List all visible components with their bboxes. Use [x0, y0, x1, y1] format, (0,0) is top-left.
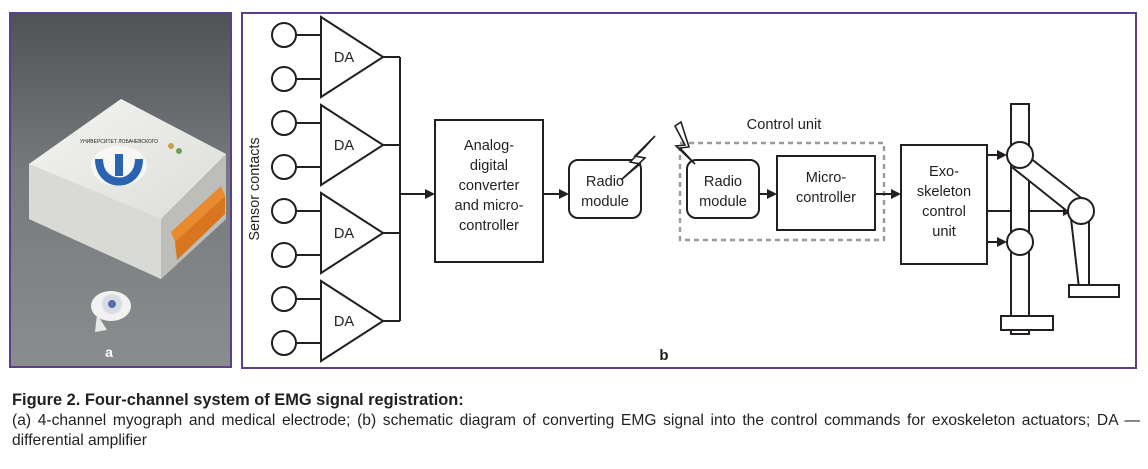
- sensor-contacts-label: Sensor contacts: [247, 137, 263, 240]
- differential-amplifier-4: [320, 279, 385, 363]
- adc-box: [434, 119, 544, 263]
- wireless-signal-icon: [620, 120, 696, 181]
- myograph-device: УНИВЕРСИТЕТ ЛОБАЧЕВСКОГО: [29, 99, 226, 279]
- sensor-contact-circle: [271, 66, 297, 92]
- adc-label-line: and micro-: [455, 198, 524, 214]
- caption-body: (a) 4-channel myograph and medical elect…: [12, 412, 1140, 449]
- amplifier-label-1: DA: [334, 50, 355, 66]
- control-unit-box: [678, 141, 886, 242]
- amplifier-label-2: DA: [334, 138, 355, 154]
- exo-control-box: [900, 144, 988, 265]
- differential-amplifier-3: [320, 191, 385, 275]
- sensor-contacts: [271, 22, 297, 356]
- radio-module-2: [686, 159, 760, 219]
- led-indicator: [176, 148, 182, 154]
- radio-module-1: [568, 159, 642, 219]
- exo-control-label: skeleton: [917, 184, 971, 200]
- adc-label-line: digital: [470, 158, 508, 174]
- control-unit-label: Control unit: [747, 117, 822, 133]
- amplifier-label-3: DA: [334, 226, 355, 242]
- university-logo: УНИВЕРСИТЕТ ЛОБАЧЕВСКОГО: [80, 139, 158, 186]
- radio-module-1-label: Radio: [586, 174, 624, 190]
- microcontroller-label: controller: [796, 190, 856, 206]
- adc-label-line: controller: [459, 218, 519, 234]
- sensor-contact-circle: [271, 110, 297, 136]
- sensor-contact-circle: [271, 22, 297, 48]
- sensor-contact-circle: [271, 330, 297, 356]
- panel-a-photo: УНИВЕРСИТЕТ ЛОБАЧЕВСКОГО a: [9, 12, 232, 368]
- adc-label-line: converter: [459, 178, 520, 194]
- sensor-contact-circle: [271, 198, 297, 224]
- microcontroller-label: Micro-: [806, 170, 847, 186]
- schematic-diagram: Sensor contacts DA DA DA DA Analog- digi…: [247, 15, 1120, 364]
- radio-module-2-label: module: [699, 194, 747, 210]
- connector-strip: [171, 186, 225, 260]
- radio-module-2-label: Radio: [704, 174, 742, 190]
- sensor-contact-circle: [271, 154, 297, 180]
- led-indicator: [168, 143, 174, 149]
- panel-a-label: a: [105, 344, 113, 360]
- exo-control-label: Exo-: [929, 164, 959, 180]
- logo-text: УНИВЕРСИТЕТ ЛОБАЧЕВСКОГО: [80, 139, 158, 145]
- amplifier-label-4: DA: [334, 314, 355, 330]
- differential-amplifier-2: [320, 103, 385, 187]
- sensor-contact-circle: [271, 286, 297, 312]
- myograph-photo: УНИВЕРСИТЕТ ЛОБАЧЕВСКОГО a: [11, 14, 230, 366]
- exo-control-label: unit: [932, 224, 956, 240]
- exoskeleton-icon: [1000, 103, 1120, 335]
- figure-caption: Figure 2. Four-channel system of EMG sig…: [12, 390, 1140, 451]
- differential-amplifier-1: [320, 15, 385, 99]
- exo-control-label: control: [922, 204, 966, 220]
- panel-b-label: b: [659, 347, 668, 364]
- medical-electrode: [91, 291, 131, 332]
- radio-module-1-label: module: [581, 194, 629, 210]
- panel-b-diagram: Sensor contacts DA DA DA DA Analog- digi…: [241, 12, 1137, 369]
- caption-title: Figure 2. Four-channel system of EMG sig…: [12, 391, 464, 409]
- sensor-contact-circle: [271, 242, 297, 268]
- adc-label-line: Analog-: [464, 138, 514, 154]
